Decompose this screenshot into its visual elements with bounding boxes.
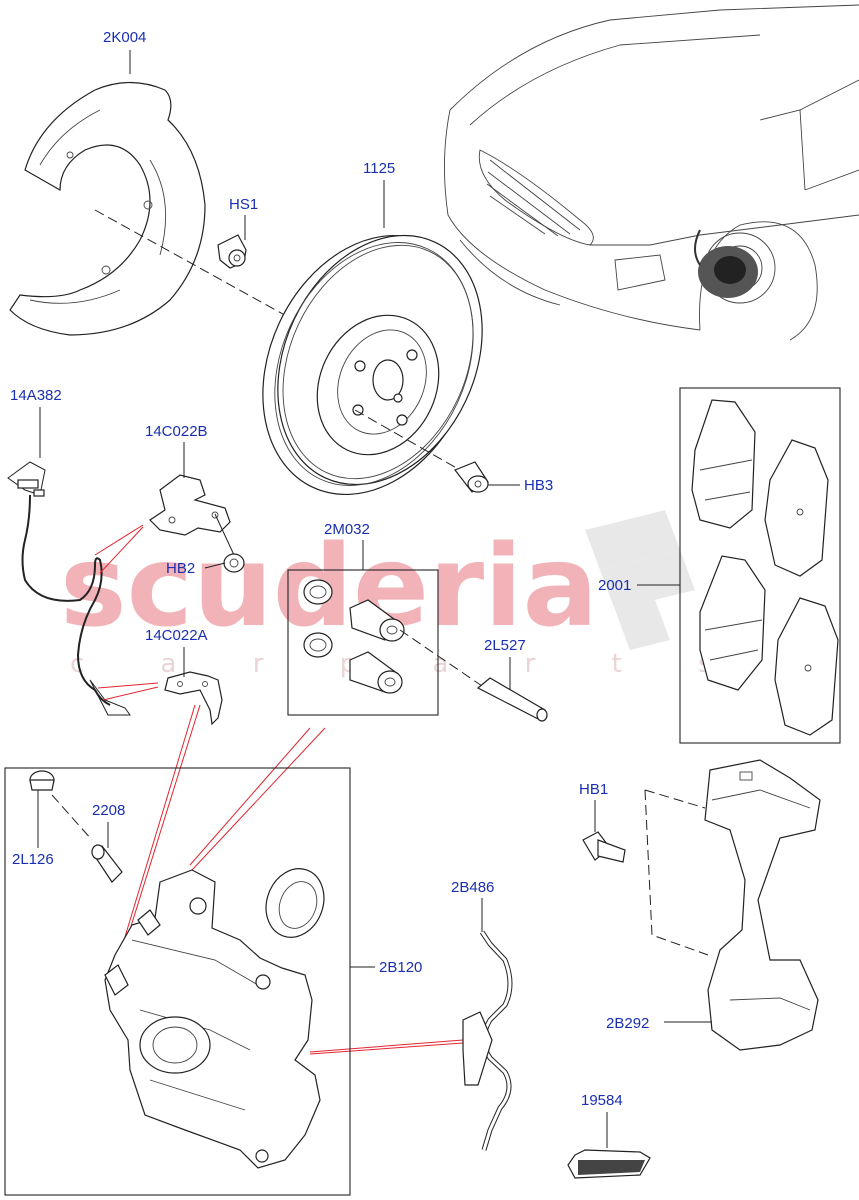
guide-kit[interactable] [303, 579, 405, 694]
watermark-tagline: c a r p a r t s [70, 649, 746, 679]
label-2b292[interactable]: 2B292 [606, 1015, 649, 1032]
label-2k004[interactable]: 2K004 [103, 29, 146, 46]
bleed-screw[interactable] [91, 844, 123, 883]
label-hb3[interactable]: HB3 [524, 477, 553, 494]
label-2l126[interactable]: 2L126 [12, 851, 54, 868]
brake-pads[interactable] [691, 399, 839, 736]
cap-screw-line [51, 794, 93, 841]
label-2m032[interactable]: 2M032 [324, 521, 370, 538]
label-14c022a[interactable]: 14C022A [145, 627, 208, 644]
sleeve-upper [349, 599, 405, 642]
boot-upper [303, 579, 333, 605]
hub-assembly-icon [694, 229, 758, 298]
hb2-stem [214, 513, 235, 556]
dust-cap[interactable] [29, 770, 55, 791]
pin-axis-line [399, 629, 486, 689]
brake-disc-shield[interactable] [9, 81, 206, 336]
checkered-flag-icon [585, 510, 695, 650]
label-2001[interactable]: 2001 [598, 577, 631, 594]
label-2b486[interactable]: 2B486 [451, 879, 494, 896]
label-hb1[interactable]: HB1 [579, 781, 608, 798]
boot-lower [303, 632, 333, 658]
caliper[interactable] [104, 869, 321, 1169]
disc-screw-line [354, 409, 461, 471]
caliper-box [4, 767, 351, 1196]
brake-disc[interactable] [222, 200, 521, 529]
label-14c022b[interactable]: 14C022B [145, 423, 208, 440]
spring-clip[interactable] [462, 930, 513, 1151]
caliper-carrier[interactable] [704, 759, 821, 1051]
bracket-a[interactable] [164, 671, 223, 726]
label-hs1[interactable]: HS1 [229, 196, 258, 213]
screw-hb3[interactable] [454, 461, 489, 493]
label-2208[interactable]: 2208 [92, 802, 125, 819]
vehicle-front-view [443, 4, 859, 341]
label-2b120[interactable]: 2B120 [379, 959, 422, 976]
shield-axis-line [94, 209, 291, 319]
brake-pads-box [679, 387, 841, 744]
label-2l527[interactable]: 2L527 [484, 637, 526, 654]
callout-leaders [37, 50, 712, 1148]
callout-labels: 2K004 1125 HS1 14A382 14C022B HB2 HB3 2M… [10, 29, 649, 1109]
grease-sachet[interactable] [567, 1149, 651, 1179]
sleeve-lower [349, 651, 403, 694]
label-hb2[interactable]: HB2 [166, 560, 195, 577]
label-1125[interactable]: 1125 [363, 160, 395, 177]
piston-seal[interactable] [257, 861, 334, 946]
abs-sensor[interactable] [7, 461, 131, 716]
red-leader-lines [94, 524, 464, 1055]
watermark: scuderia c a r p a r t s [60, 510, 746, 679]
carrier-bolt-lines [644, 789, 709, 956]
bracket-b[interactable] [149, 474, 231, 536]
screw-hb2[interactable] [223, 553, 245, 573]
label-14a382[interactable]: 14A382 [10, 387, 62, 404]
bolt-hs1[interactable] [217, 234, 247, 269]
bolt-hb1[interactable] [582, 831, 626, 863]
guide-pin[interactable] [476, 677, 548, 722]
label-19584[interactable]: 19584 [581, 1092, 623, 1109]
